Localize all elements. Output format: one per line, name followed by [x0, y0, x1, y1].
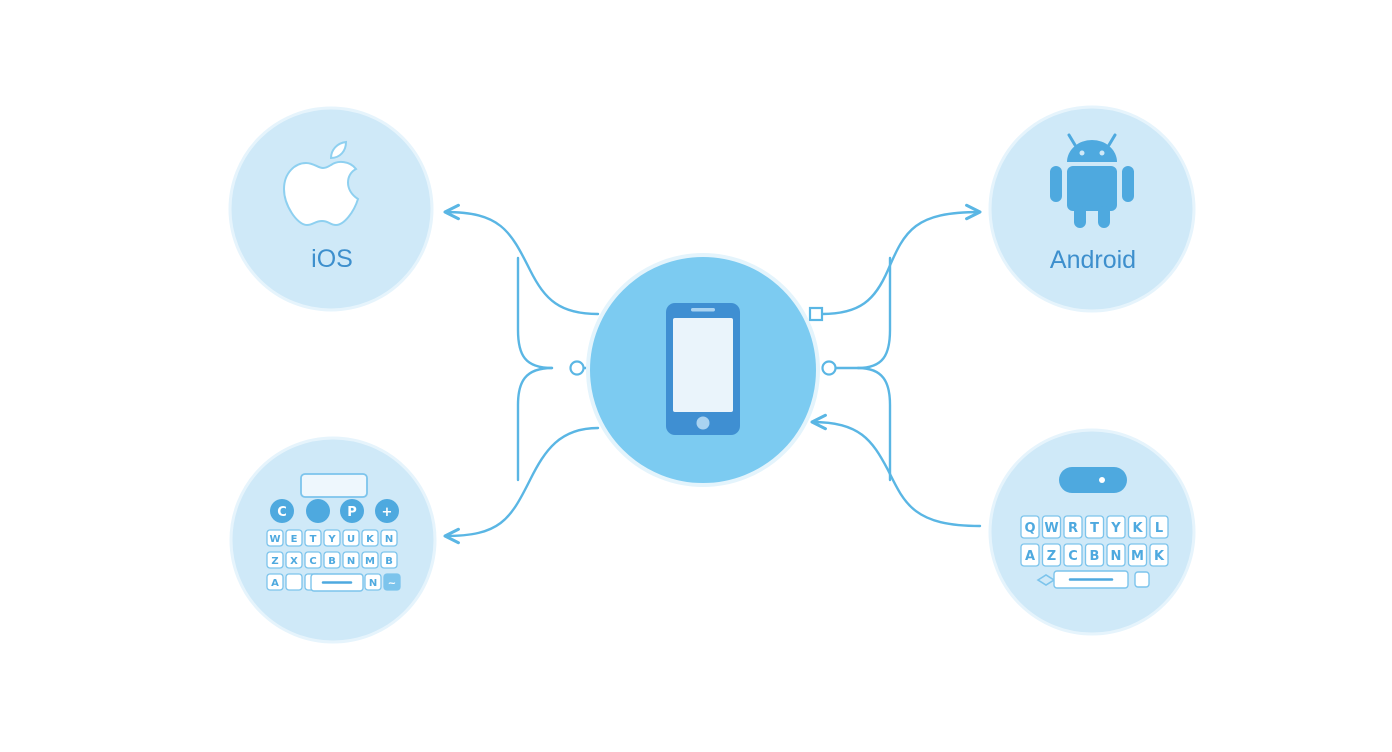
android-key-label: B	[1090, 549, 1100, 564]
android-key-label: T	[1090, 521, 1099, 536]
android-key-label: Z	[1047, 549, 1056, 564]
ios-key	[266, 529, 284, 547]
ios-key-label: ~	[388, 578, 396, 589]
ios-key-label: Z	[271, 556, 278, 567]
android-node: Android	[988, 105, 1196, 313]
ios-round-key	[306, 499, 330, 523]
ios-round-key	[340, 499, 364, 523]
ios-key-label: N	[369, 578, 377, 589]
connectors-left	[443, 203, 600, 545]
ios-key	[285, 529, 303, 547]
ios-key-label: W	[269, 534, 280, 545]
connector-node-right	[821, 360, 837, 376]
ios-key-label: B	[328, 556, 336, 567]
ios-key-label: X	[290, 556, 298, 567]
ios-key-label: C	[309, 556, 316, 567]
connector-square-node	[808, 306, 824, 322]
ios-key	[361, 551, 379, 569]
smartphone-icon	[666, 303, 740, 435]
ios-key	[304, 529, 322, 547]
android-key-label: M	[1131, 549, 1144, 564]
ios-key-label: N	[347, 556, 355, 567]
ios-node: iOS	[228, 106, 434, 312]
ios-key-label: K	[366, 534, 375, 545]
ios-key	[285, 551, 303, 569]
ios-key-label: B	[385, 556, 393, 567]
ios-key-label: N	[385, 534, 393, 545]
ios-round-key	[375, 499, 399, 523]
ios-key	[323, 551, 341, 569]
android-key	[1041, 515, 1062, 539]
ios-key	[380, 529, 398, 547]
ios-key-label: T	[310, 534, 317, 545]
ios-key	[285, 573, 303, 591]
ios-round-key-label: P	[347, 505, 357, 520]
ios-key-label: Y	[327, 534, 336, 545]
android-key-label: W	[1044, 521, 1058, 536]
connector-to-ios-keyboard	[443, 426, 600, 545]
connector-branch-left-top	[516, 256, 554, 370]
android-key	[1149, 543, 1169, 567]
connectors-right	[810, 203, 982, 528]
android-key-label: C	[1068, 549, 1078, 564]
android-key-label: R	[1068, 521, 1078, 536]
android-key-label: K	[1154, 549, 1165, 564]
android-key	[1149, 515, 1169, 539]
android-key-label: K	[1132, 521, 1143, 536]
android-key	[1020, 515, 1040, 539]
ios-round-key	[270, 499, 294, 523]
ios-key-label: M	[365, 556, 375, 567]
android-key	[1127, 515, 1148, 539]
apple-logo-icon	[282, 140, 360, 227]
android-key	[1084, 515, 1105, 539]
ios-key	[266, 573, 284, 591]
android-key-label: N	[1111, 549, 1122, 564]
android-keyboard-pill	[1059, 467, 1127, 493]
connector-to-android	[820, 203, 982, 316]
ios-key-label: E	[291, 534, 298, 545]
connector-from-android-keyboard	[810, 413, 982, 528]
android-key	[1063, 543, 1083, 567]
android-label: Android	[1050, 246, 1136, 274]
android-key	[1020, 543, 1040, 567]
ios-key	[266, 551, 284, 569]
ios-keyboard-display	[300, 473, 368, 498]
ios-key	[364, 573, 382, 591]
android-key	[1127, 543, 1148, 567]
android-robot-icon	[1050, 133, 1134, 228]
ios-label: iOS	[311, 245, 353, 273]
ios-key	[361, 529, 379, 547]
ios-key	[383, 573, 401, 591]
android-key-label: A	[1025, 549, 1035, 564]
ios-round-key-label: +	[382, 505, 393, 520]
android-key-label: Y	[1110, 521, 1121, 536]
android-key-label: L	[1155, 521, 1163, 536]
android-key	[1063, 515, 1083, 539]
ios-round-key-label: C	[277, 505, 287, 520]
ios-key	[342, 529, 360, 547]
android-key	[1084, 543, 1105, 567]
center-node	[586, 253, 820, 487]
android-key	[1106, 543, 1126, 567]
android-key	[1041, 543, 1062, 567]
connector-branch-left-bottom	[516, 366, 554, 482]
ios-key	[342, 551, 360, 569]
connector-to-ios	[443, 203, 600, 316]
connector-node-left	[569, 360, 585, 376]
connector-branch-right-bottom	[856, 366, 892, 482]
ios-key	[304, 551, 322, 569]
android-key	[1106, 515, 1126, 539]
ios-key	[323, 529, 341, 547]
ios-key	[380, 551, 398, 569]
android-key-label: Q	[1024, 521, 1035, 536]
ios-key-label: U	[347, 534, 355, 545]
ios-key-label: A	[271, 578, 279, 589]
